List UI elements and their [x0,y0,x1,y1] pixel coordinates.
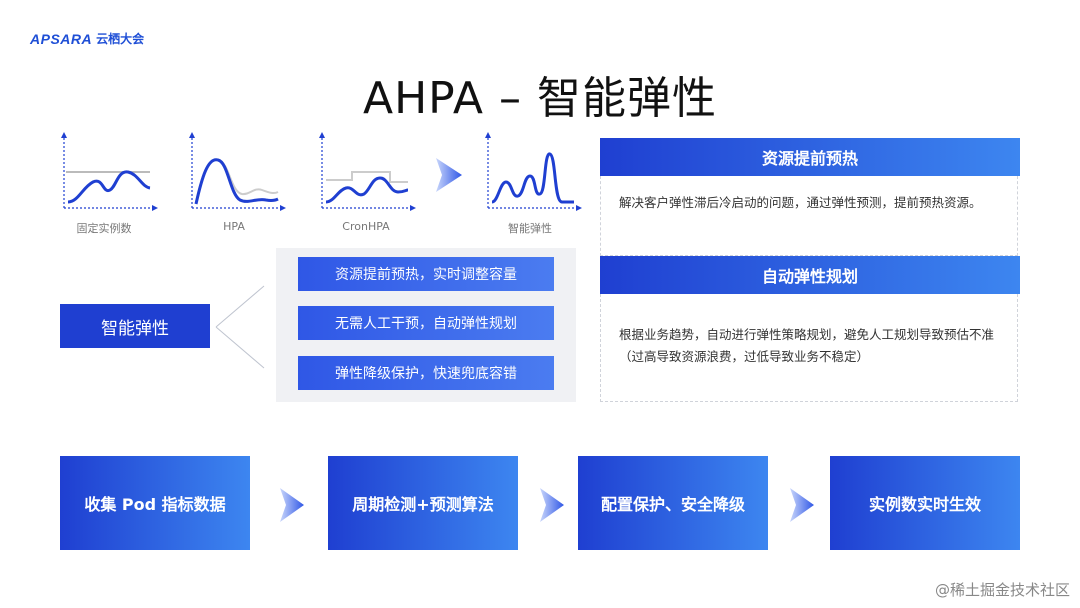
feature-degrade: 弹性降级保护，快速兜底容错 [298,356,554,390]
arrow-right-icon [436,158,462,192]
smart-elastic-box: 智能弹性 [60,304,210,348]
arrow-right-icon [790,488,814,522]
feature-preheat: 资源提前预热，实时调整容量 [298,257,554,291]
mini-chart-cronhpa [319,132,416,211]
logo-mark: APSARA [30,30,93,47]
logo-text: 云栖大会 [96,32,145,46]
mini-chart-smart [485,132,582,211]
flow-step-effect: 实例数实时生效 [830,456,1020,550]
section-autoplan-title: 自动弹性规划 [600,256,1020,294]
mini-label-hpa: HPA [223,220,245,233]
watermark: @稀土掘金技术社区 [934,581,1070,599]
logo: APSARA 云栖大会 [30,30,144,47]
section-autoplan-text: 根据业务趋势，自动进行弹性策略规划，避免人工规划导致预估不准（过高导致资源浪费，… [619,327,995,364]
flow-step-collect: 收集 Pod 指标数据 [60,456,250,550]
mini-chart-hpa [189,132,286,211]
connector-lines [215,285,265,369]
arrow-right-icon [280,488,304,522]
section-preheat-title: 资源提前预热 [600,138,1020,176]
mini-chart-fixed [61,132,158,211]
feature-auto-plan: 无需人工干预，自动弹性规划 [298,306,554,340]
section-autoplan-body: 根据业务趋势，自动进行弹性策略规划，避免人工规划导致预估不准（过高导致资源浪费，… [600,294,1018,402]
section-preheat-text: 解决客户弹性滞后冷启动的问题，通过弹性预测，提前预热资源。 [619,195,982,210]
mini-label-fixed: 固定实例数 [76,222,132,235]
mini-label-smart: 智能弹性 [508,222,552,235]
arrow-right-icon [540,488,564,522]
mini-label-cronhpa: CronHPA [342,220,390,233]
page-title: AHPA – 智能弹性 [363,73,717,124]
section-preheat-body: 解决客户弹性滞后冷启动的问题，通过弹性预测，提前预热资源。 [600,176,1018,256]
flow-step-detect: 周期检测+预测算法 [328,456,518,550]
flow-step-protect: 配置保护、安全降级 [578,456,768,550]
